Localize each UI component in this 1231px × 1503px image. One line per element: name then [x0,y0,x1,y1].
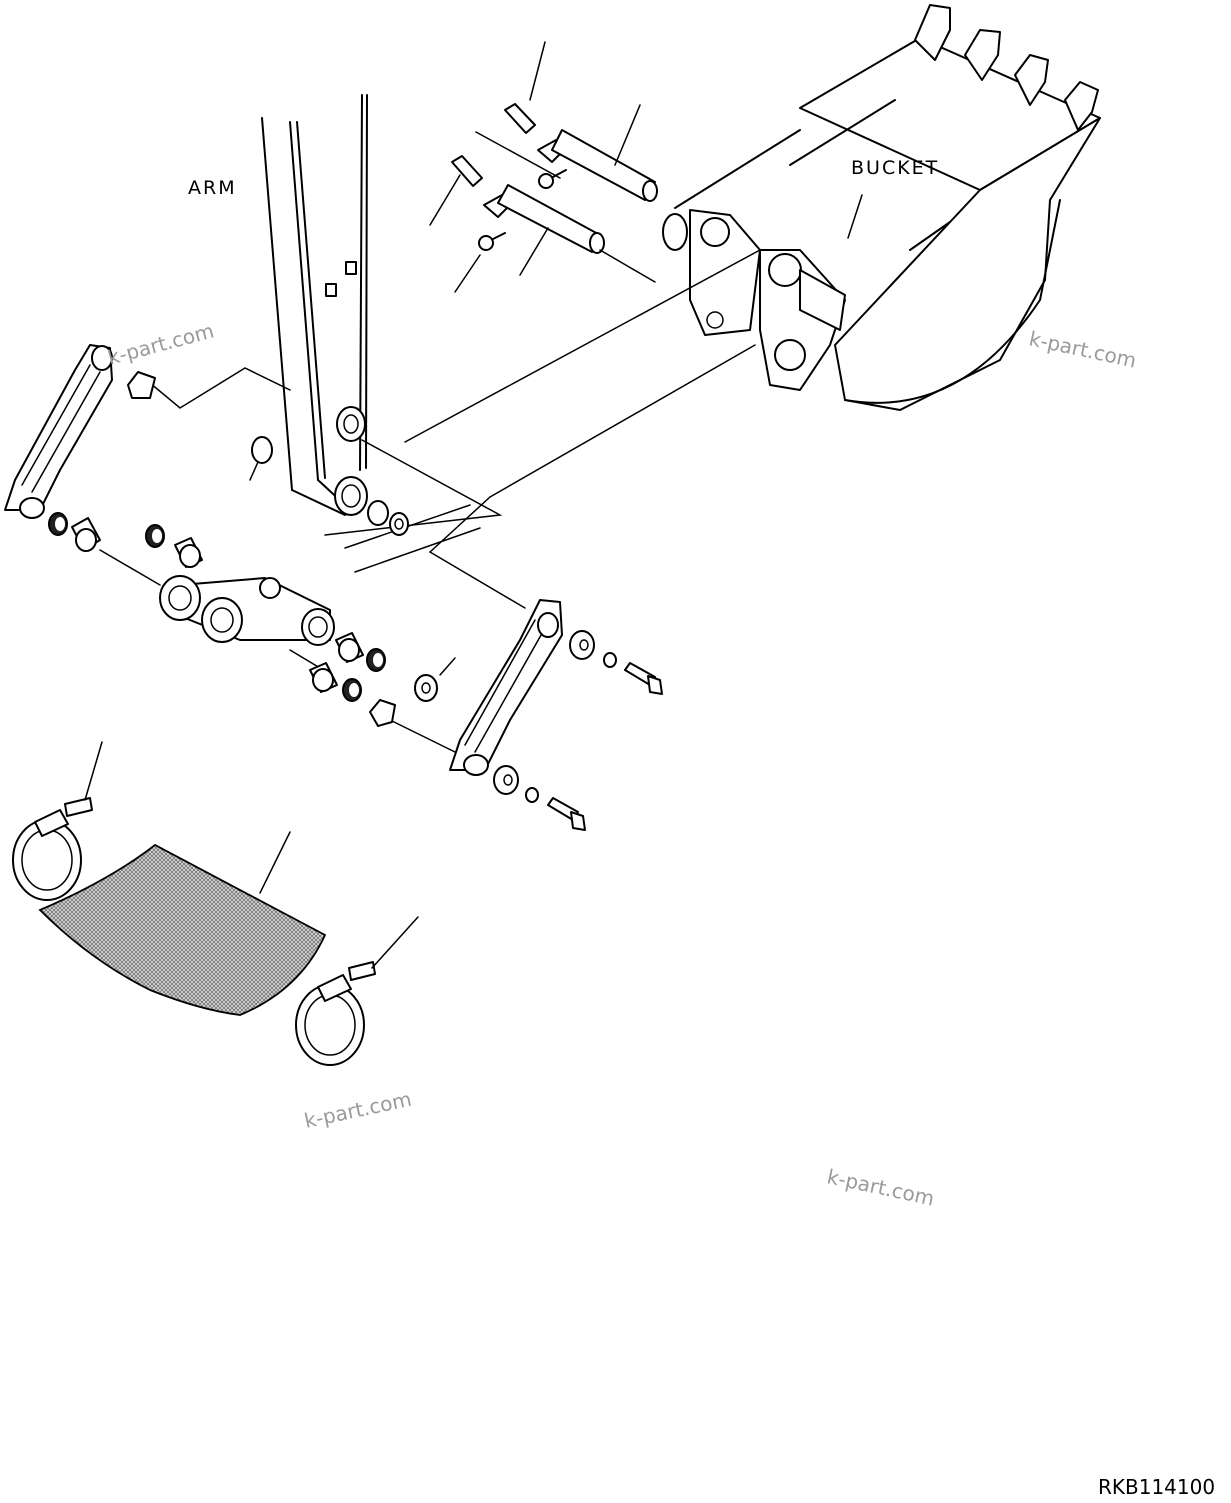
drawing-code: RKB114100 [1098,1475,1215,1499]
watermark-4: k-part.com [825,1164,937,1210]
right-link [449,599,563,776]
arm-grease-boss-2 [325,283,337,297]
bucket-label: BUCKET [851,157,939,179]
grease-fitting-2 [451,155,483,187]
pin-bolt-1 [538,169,567,189]
arm-grease-boss-1 [345,261,357,275]
bushings-and-seals [48,436,456,727]
pin-bolt-2 [478,232,506,251]
left-link [4,344,156,519]
o-ring-arm [251,436,273,464]
band-clamp-2 [295,916,419,1066]
arm-boss-lower [334,476,368,516]
dust-boot [38,831,327,1016]
arm-label: ARM [188,177,237,199]
arm-boss-upper [336,406,366,442]
bucket: BUCKET [662,4,1101,411]
left-link-shim [127,371,156,399]
band-clamp-1 [12,741,103,901]
watermark-3: k-part.com [302,1087,414,1133]
arm: ARM [188,94,368,516]
upper-pin [537,129,658,202]
washers-and-bolts [493,630,663,831]
bucket-teeth [914,4,1099,131]
grease-fitting-1 [504,103,536,134]
idler-link [159,575,335,646]
watermark-2: k-part.com [1027,326,1139,372]
watermark-1: k-part.com [105,318,216,369]
lower-pin [483,184,605,254]
